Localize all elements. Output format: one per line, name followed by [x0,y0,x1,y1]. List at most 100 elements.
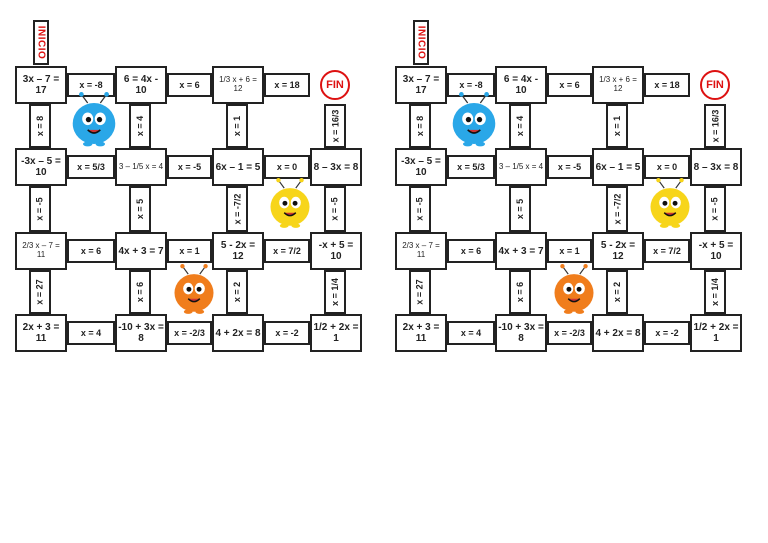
equation-tile[interactable]: 8 – 3x = 8 [310,148,362,186]
equation-tile[interactable]: 6x – 1 = 5 [212,148,264,186]
equation-tile[interactable]: -3x – 5 = 10 [15,148,67,186]
answer-text: x = 6 [135,281,145,303]
equation-tile[interactable]: 3x – 7 = 17 [15,66,67,104]
equation-tile[interactable]: 3x – 7 = 17 [395,66,447,104]
blue-monster-icon [450,92,498,152]
answer-tile-v[interactable]: x = 27 [29,270,51,314]
answer-tile-h[interactable]: x = 6 [67,239,115,263]
answer-tile-h[interactable]: x = -5 [167,155,212,179]
answer-tile-h[interactable]: x = -2/3 [547,321,592,345]
answer-tile-h[interactable]: x = 6 [547,73,592,97]
equation-tile[interactable]: 1/3 x + 6 = 12 [212,66,264,104]
answer-tile-v[interactable]: x = 2 [606,270,628,314]
answer-tile-v[interactable]: x = 8 [409,104,431,148]
answer-tile-v[interactable]: x = -5 [704,186,726,232]
equation-tile[interactable]: 1/3 x + 6 = 12 [592,66,644,104]
answer-tile-h[interactable]: x = 5/3 [67,155,115,179]
answer-tile-v[interactable]: x = 4 [129,104,151,148]
answer-tile-v[interactable]: x = 6 [509,270,531,314]
answer-tile-v[interactable]: x = 27 [409,270,431,314]
answer-tile-h[interactable]: x = 6 [447,239,495,263]
equation-tile[interactable]: 1/2 + 2x = 1 [310,314,362,352]
answer-tile-v[interactable]: x = -5 [29,186,51,232]
answer-tile-h[interactable]: x = 1 [547,239,592,263]
equation-tile[interactable]: 4x + 3 = 7 [115,232,167,270]
equation-tile[interactable]: 4 + 2x = 8 [212,314,264,352]
equation-tile[interactable]: 4x + 3 = 7 [495,232,547,270]
answer-tile-v[interactable]: x = 16/3 [704,104,726,148]
equation-tile[interactable]: 2x + 3 = 11 [395,314,447,352]
answer-text: x = 8 [35,115,45,137]
answer-tile-h[interactable]: x = 18 [264,73,310,97]
equation-tile[interactable]: -10 + 3x = 8 [115,314,167,352]
answer-tile-v[interactable]: x = 5 [129,186,151,232]
answer-text: x = -5 [415,197,426,221]
answer-text: x = 4 [515,115,525,137]
answer-tile-h[interactable]: x = 0 [644,155,690,179]
equation-tile[interactable]: 3 – 1/5 x = 4 [495,148,547,186]
answer-text: x = 1 [232,115,242,137]
answer-tile-v[interactable]: x = -5 [324,186,346,232]
equation-tile[interactable]: -x + 5 = 10 [690,232,742,270]
answer-tile-v[interactable]: x = -7/2 [226,186,248,232]
equation-tile[interactable]: 1/2 + 2x = 1 [690,314,742,352]
equation-tile[interactable]: -10 + 3x = 8 [495,314,547,352]
answer-text: x = 1/4 [710,278,720,306]
answer-tile-v[interactable]: x = 1/4 [704,270,726,314]
answer-tile-h[interactable]: x = 1 [167,239,212,263]
answer-text: x = -5 [330,197,341,221]
start-label: INICIO [35,25,47,60]
answer-text: x = 5 [135,198,145,220]
answer-tile-h[interactable]: x = 7/2 [644,239,690,263]
answer-tile-v[interactable]: x = 4 [509,104,531,148]
answer-tile-h[interactable]: x = 6 [167,73,212,97]
answer-tile-v[interactable]: x = 1 [226,104,248,148]
equation-tile[interactable]: 5 - 2x = 12 [592,232,644,270]
answer-tile-h[interactable]: x = -5 [547,155,592,179]
equation-tile[interactable]: 2/3 x – 7 = 11 [395,232,447,270]
answer-tile-v[interactable]: x = -5 [409,186,431,232]
answer-text: x = 5 [515,198,525,220]
finish-badge: FIN [700,70,730,100]
answer-tile-v[interactable]: x = 16/3 [324,104,346,148]
equation-tile[interactable]: 6 = 4x - 10 [115,66,167,104]
equation-tile[interactable]: 3 – 1/5 x = 4 [115,148,167,186]
answer-text: x = 1/4 [330,278,340,306]
equation-tile[interactable]: -x + 5 = 10 [310,232,362,270]
answer-text: x = 1 [612,115,622,137]
answer-tile-v[interactable]: x = -7/2 [606,186,628,232]
answer-tile-h[interactable]: x = -2 [644,321,690,345]
answer-tile-h[interactable]: x = 5/3 [447,155,495,179]
answer-text: x = 2 [612,281,622,303]
answer-text: x = 16/3 [330,109,340,143]
answer-text: x = -5 [710,197,721,221]
answer-tile-h[interactable]: x = 4 [67,321,115,345]
answer-tile-h[interactable]: x = 4 [447,321,495,345]
answer-text: x = 8 [415,115,425,137]
answer-tile-v[interactable]: x = 2 [226,270,248,314]
equation-tile[interactable]: 4 + 2x = 8 [592,314,644,352]
equation-tile[interactable]: 5 - 2x = 12 [212,232,264,270]
blue-monster-icon [70,92,118,152]
answer-tile-h[interactable]: x = 18 [644,73,690,97]
equation-tile[interactable]: 2/3 x – 7 = 11 [15,232,67,270]
answer-tile-v[interactable]: x = 6 [129,270,151,314]
answer-tile-h[interactable]: x = 7/2 [264,239,310,263]
equation-tile[interactable]: 6x – 1 = 5 [592,148,644,186]
answer-tile-v[interactable]: x = 1 [606,104,628,148]
answer-text: x = 27 [415,279,425,305]
equation-tile[interactable]: 8 – 3x = 8 [690,148,742,186]
answer-tile-h[interactable]: x = -2 [264,321,310,345]
equation-tile[interactable]: 2x + 3 = 11 [15,314,67,352]
equation-tile[interactable]: 6 = 4x - 10 [495,66,547,104]
answer-tile-v[interactable]: x = 8 [29,104,51,148]
answer-text: x = -7/2 [612,193,622,225]
answer-tile-h[interactable]: x = 0 [264,155,310,179]
equation-tile[interactable]: -3x – 5 = 10 [395,148,447,186]
answer-tile-v[interactable]: x = 5 [509,186,531,232]
answer-tile-v[interactable]: x = 1/4 [324,270,346,314]
answer-text: x = -5 [35,197,46,221]
answer-tile-h[interactable]: x = -2/3 [167,321,212,345]
start-label: INICIO [415,25,427,60]
answer-text: x = -7/2 [232,193,242,225]
